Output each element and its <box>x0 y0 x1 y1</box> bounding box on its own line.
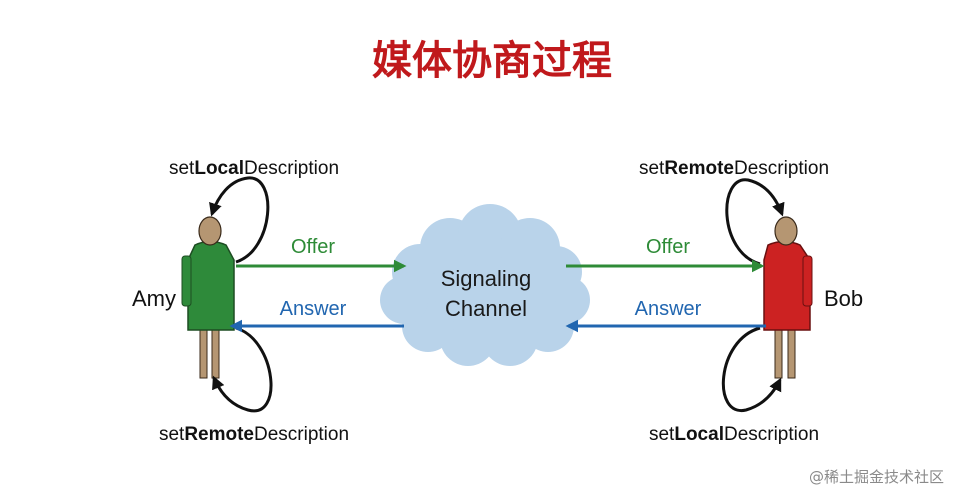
bob-name: Bob <box>824 286 863 311</box>
amy-top-loop-arrow <box>209 176 270 264</box>
bob-bottom-label: setLocalDescription <box>649 424 819 445</box>
channel-label-line1: Signaling <box>441 266 532 291</box>
signaling-channel-cloud: Signaling Channel <box>380 204 590 366</box>
amy-top-label: setLocalDescription <box>169 158 339 179</box>
amy-bottom-loop-arrow <box>212 326 273 413</box>
watermark-text: @稀土掘金技术社区 <box>808 468 944 486</box>
right-answer-label: Answer <box>635 298 702 320</box>
amy-figure <box>181 216 235 379</box>
bob-top-label: setRemoteDescription <box>639 158 829 179</box>
bob-bottom-loop-arrow <box>721 326 782 412</box>
right-offer-label: Offer <box>646 236 690 258</box>
channel-label-line2: Channel <box>445 296 527 321</box>
amy-name: Amy <box>132 286 176 311</box>
left-answer-label: Answer <box>280 298 347 320</box>
amy-bottom-label: setRemoteDescription <box>159 424 349 445</box>
diagram-title: 媒体协商过程 <box>372 38 612 84</box>
left-offer-label: Offer <box>291 236 335 258</box>
bob-top-loop-arrow <box>725 178 785 266</box>
bob-figure <box>763 216 813 379</box>
